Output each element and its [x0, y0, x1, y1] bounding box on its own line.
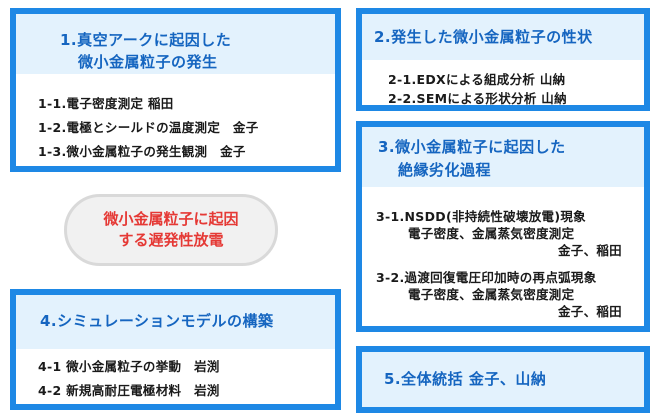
section-item: 3-2.過渡回復電圧印加時の再点弧現象: [376, 270, 597, 285]
center-label: 微小金属粒子に起因 する遅発性放電: [64, 194, 278, 266]
section-item: 4-2 新規高耐圧電極材料 岩渕: [38, 383, 220, 398]
section-title-line: 微小金属粒子の発生: [78, 53, 218, 71]
center-label-line: 微小金属粒子に起因: [103, 210, 239, 228]
section-item: 電子密度、金属蒸気密度測定: [408, 287, 575, 302]
section-item: 電子密度、金属蒸気密度測定: [408, 226, 575, 241]
section-header: [362, 14, 644, 60]
section-title-line: 4.シミュレーションモデルの構築: [40, 312, 274, 330]
section-title-line: 絶縁劣化過程: [398, 161, 492, 179]
section-title-line: 3.微小金属粒子に起因した: [378, 138, 566, 156]
section-item: 金子、稲田: [557, 243, 622, 258]
section-title-line: 2.発生した微小金属粒子の性状: [374, 28, 593, 46]
section-title-line: 5.全体統括 金子、山納: [384, 370, 547, 388]
section-item: 1-2.電極とシールドの温度測定 金子: [38, 120, 259, 135]
section-box-5: 5.全体統括 金子、山納: [356, 346, 650, 413]
section-box-2: 2.発生した微小金属粒子の性状 2-1.EDXによる組成分析 山納 2-2.SE…: [356, 8, 650, 111]
section-item: 3-1.NSDD(非持続性破壊放電)現象: [376, 209, 586, 224]
section-header: [362, 127, 644, 187]
section-item: 1-1.電子密度測定 稲田: [38, 96, 174, 111]
section-box-1: 1.真空アークに起因した 微小金属粒子の発生 1-1.電子密度測定 稲田 1-2…: [10, 8, 341, 172]
section-header: [16, 14, 335, 74]
section-header: [362, 352, 644, 407]
section-item: 2-1.EDXによる組成分析 山納: [388, 72, 566, 87]
section-item: 4-1 微小金属粒子の挙動 岩渕: [38, 359, 220, 374]
section-box-3: 3.微小金属粒子に起因した 絶縁劣化過程 3-1.NSDD(非持続性破壊放電)現…: [356, 121, 650, 332]
section-title-line: 1.真空アークに起因した: [60, 31, 232, 49]
section-header: [16, 295, 335, 349]
center-label-line: する遅発性放電: [118, 231, 224, 249]
section-item: 金子、稲田: [557, 304, 622, 319]
section-item: 2-2.SEMによる形状分析 山納: [388, 91, 567, 106]
section-item: 1-3.微小金属粒子の発生観測 金子: [38, 144, 246, 159]
section-box-4: 4.シミュレーションモデルの構築 4-1 微小金属粒子の挙動 岩渕 4-2 新規…: [10, 289, 341, 410]
